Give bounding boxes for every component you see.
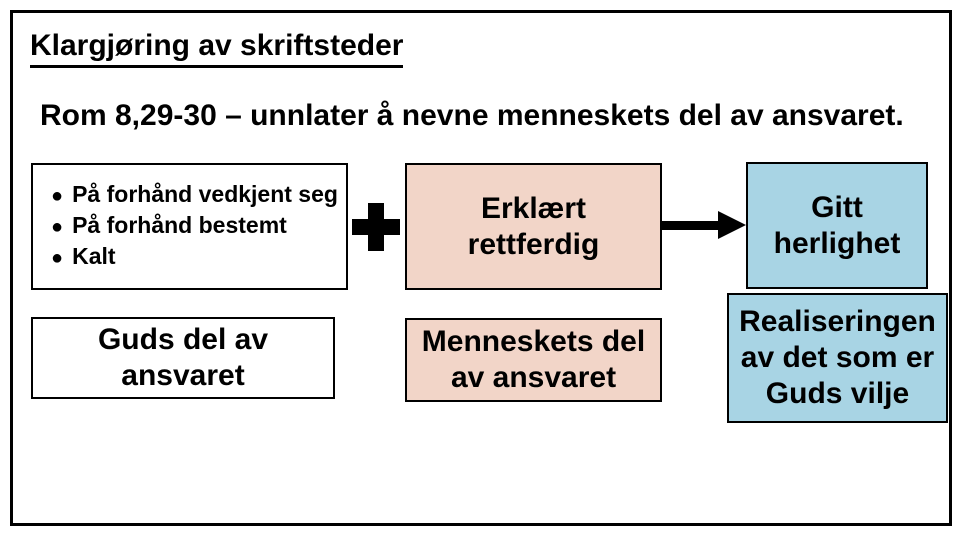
list-item-label: På forhånd vedkjent seg bbox=[72, 181, 338, 207]
realization-box: Realiseringen av det som er Guds vilje bbox=[727, 293, 948, 423]
list-item: ● Kalt bbox=[51, 242, 116, 273]
arrow-right-icon bbox=[662, 211, 746, 239]
list-item: ● På forhånd vedkjent seg bbox=[51, 180, 338, 211]
plus-icon bbox=[352, 203, 400, 251]
box-line: Guds del av bbox=[97, 323, 269, 356]
box-line: Guds vilje bbox=[765, 377, 910, 410]
box-line: Gitt bbox=[811, 190, 863, 224]
box-line: Menneskets del bbox=[421, 325, 646, 358]
plus-vertical-bar bbox=[368, 203, 384, 251]
box-line: rettferdig bbox=[467, 227, 600, 261]
mans-part-box: Menneskets del av ansvaret bbox=[405, 318, 662, 402]
gods-actions-box: ● På forhånd vedkjent seg ● På forhånd b… bbox=[31, 163, 348, 290]
box-line: ansvaret bbox=[121, 359, 245, 392]
list-item-label: Kalt bbox=[72, 243, 116, 269]
bullet-icon: ● bbox=[51, 185, 64, 207]
list-item: ● På forhånd bestemt bbox=[51, 211, 287, 242]
box-line: Erklært bbox=[480, 191, 587, 225]
page-title-text: Klargjøring av skriftsteder bbox=[30, 29, 404, 68]
bullet-icon: ● bbox=[51, 247, 64, 269]
page-title: Klargjøring av skriftsteder bbox=[30, 29, 404, 68]
given-glory-box: Gitt herlighet bbox=[746, 162, 928, 289]
declared-righteous-box: Erklært rettferdig bbox=[405, 163, 662, 290]
box-line: herlighet bbox=[773, 226, 901, 260]
arrow-shaft bbox=[662, 221, 720, 230]
box-line: Realiseringen bbox=[739, 305, 936, 338]
gods-part-box: Guds del av ansvaret bbox=[31, 317, 335, 399]
list-item-label: På forhånd bestemt bbox=[72, 212, 287, 238]
box-line: av ansvaret bbox=[450, 361, 617, 394]
box-line: av det som er bbox=[740, 341, 935, 374]
scripture-reference-line: Rom 8,29-30 – unnlater å nevne mennesket… bbox=[40, 99, 904, 132]
bullet-icon: ● bbox=[51, 216, 64, 238]
slide-frame: Klargjøring av skriftsteder Rom 8,29-30 … bbox=[10, 10, 952, 526]
arrow-head bbox=[718, 211, 746, 239]
